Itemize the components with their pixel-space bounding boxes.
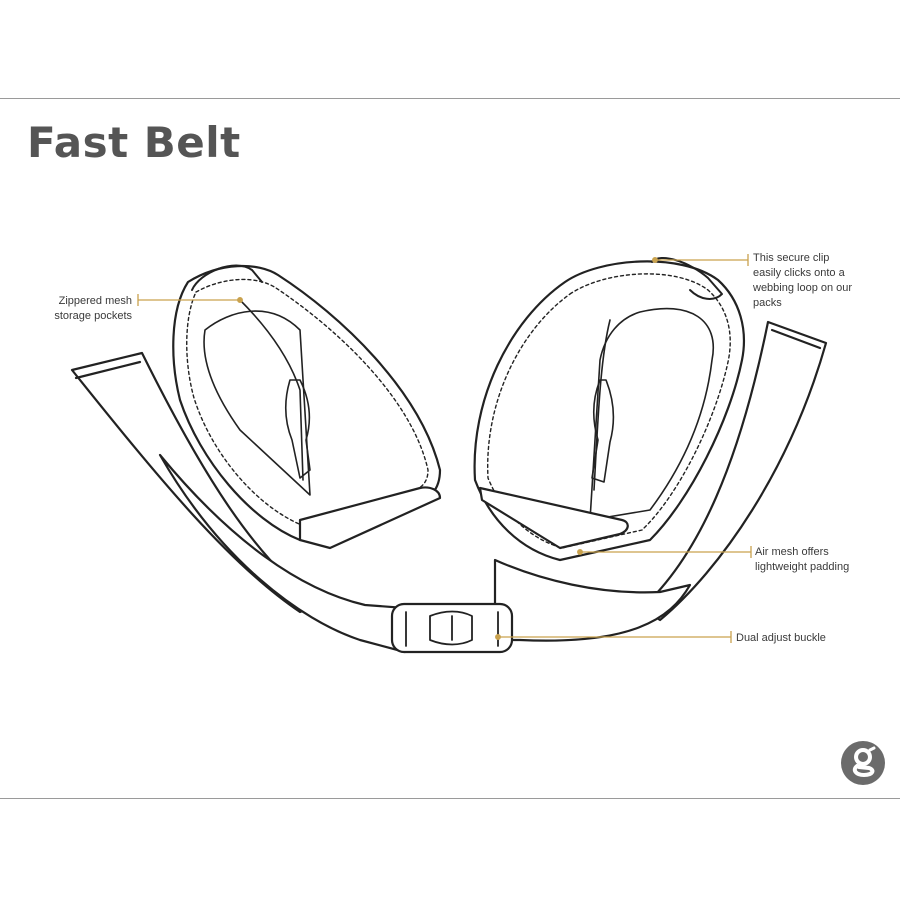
right-hip-body	[493, 558, 692, 642]
right-strap-end	[770, 328, 822, 350]
left-zipper-pull	[284, 379, 311, 479]
callout-line: webbing loop on our	[753, 282, 853, 294]
right-zipper-pull	[591, 379, 615, 483]
right-pocket-piping	[487, 273, 731, 549]
callout-line: Dual adjust buckle	[736, 632, 826, 644]
callout-line: Zippered mesh	[58, 295, 132, 307]
left-mesh-band	[298, 486, 442, 550]
buckle-leader-dot	[495, 634, 501, 640]
right-strap	[640, 320, 828, 622]
clip-leader-dot	[652, 257, 658, 263]
callout-line: Air mesh offers	[755, 546, 829, 558]
callout-line: packs	[753, 297, 782, 309]
g-logo-icon	[841, 741, 885, 785]
left-clip	[191, 264, 263, 291]
callout-line: easily clicks onto a	[753, 267, 845, 279]
callout-line: lightweight padding	[755, 561, 850, 573]
pockets-leader-dot	[237, 297, 243, 303]
left-strap-end	[74, 360, 142, 380]
right-pocket-inner	[589, 307, 715, 521]
page-title: Fast Belt	[27, 118, 241, 167]
buckle-detail	[405, 610, 499, 647]
top-divider	[0, 98, 900, 99]
left-zipper	[239, 299, 304, 481]
callout-dual-buckle: Dual adjust buckle	[736, 631, 866, 646]
left-pocket-inner	[203, 310, 311, 496]
right-zipper	[593, 319, 611, 491]
left-pocket-piping	[186, 278, 429, 527]
callout-line: This secure clip	[753, 252, 830, 264]
callout-secure-clip: This secure clip easily clicks onto a we…	[753, 251, 883, 311]
bottom-divider	[0, 798, 900, 799]
mesh-leader-dot	[577, 549, 583, 555]
callout-line: storage pockets	[54, 310, 132, 322]
callout-zippered-pockets: Zippered mesh storage pockets	[40, 294, 132, 324]
right-mesh-band	[478, 486, 629, 550]
callout-air-mesh: Air mesh offers lightweight padding	[755, 545, 885, 575]
right-clip	[651, 257, 723, 300]
